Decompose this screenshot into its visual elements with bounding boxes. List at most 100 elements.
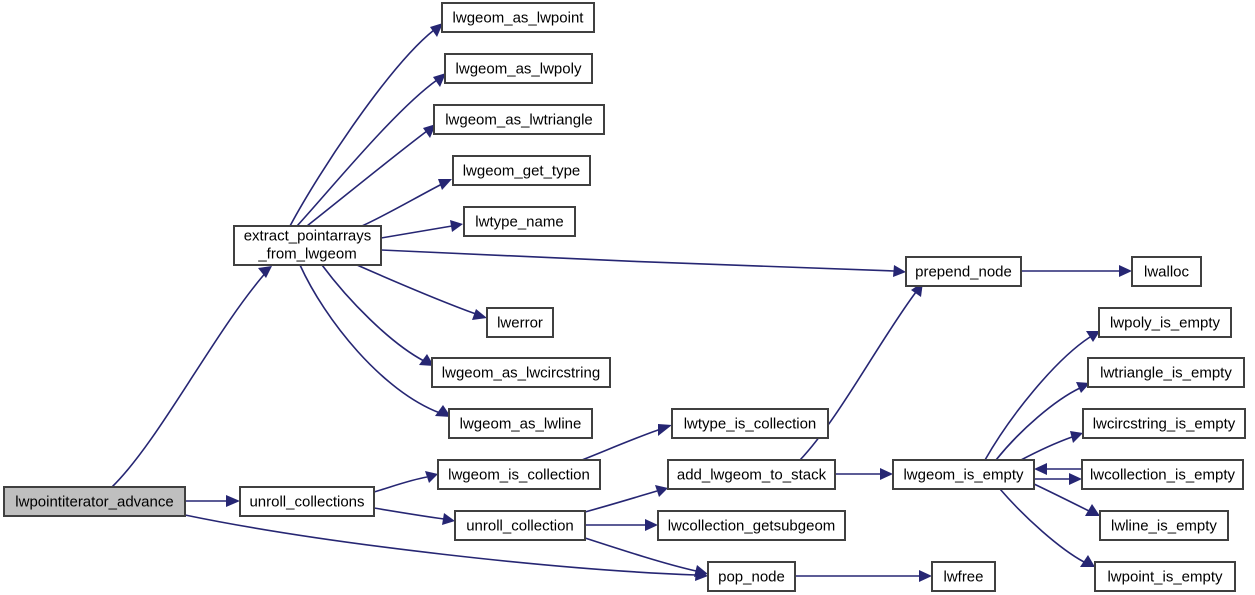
graph-node-unroll_collections[interactable]: unroll_collections: [239, 486, 375, 517]
graph-node-lwgeom_get_type[interactable]: lwgeom_get_type: [452, 155, 591, 186]
node-label: lwfree: [943, 568, 983, 585]
call-edge: [380, 220, 463, 239]
edge-arrowhead-icon: [1076, 382, 1090, 393]
graph-node-lwcollection_getsubgeom[interactable]: lwcollection_getsubgeom: [657, 510, 846, 541]
graph-node-lwgeom_as_lwcircstring[interactable]: lwgeom_as_lwcircstring: [431, 357, 611, 388]
node-box[interactable]: [452, 155, 591, 186]
edge-line: [111, 269, 269, 488]
graph-node-lwalloc[interactable]: lwalloc: [1131, 256, 1202, 287]
call-edge: [584, 537, 708, 577]
graph-node-lwgeom_is_empty[interactable]: lwgeom_is_empty: [892, 459, 1035, 490]
node-label: lwgeom_is_empty: [903, 466, 1024, 483]
edge-line: [584, 537, 697, 572]
call-edge: [306, 124, 436, 227]
call-edge: [835, 468, 893, 480]
node-box[interactable]: [233, 225, 382, 266]
edge-line: [373, 507, 445, 520]
edge-line: [380, 249, 895, 272]
edge-arrowhead-icon: [694, 565, 708, 577]
graph-node-lwgeom_as_lwtriangle[interactable]: lwgeom_as_lwtriangle: [433, 104, 605, 135]
node-box[interactable]: [463, 206, 576, 237]
node-label: lwgeom_as_lwcircstring: [442, 364, 600, 381]
graph-node-lwfree[interactable]: lwfree: [931, 561, 996, 592]
node-box[interactable]: [454, 510, 586, 541]
node-box[interactable]: [239, 486, 375, 517]
graph-node-lwgeom_is_collection[interactable]: lwgeom_is_collection: [437, 459, 601, 490]
edge-line: [584, 490, 658, 513]
node-box[interactable]: [437, 459, 601, 490]
node-label: lwerror: [497, 314, 543, 331]
edge-arrowhead-icon: [1070, 431, 1083, 443]
call-edge: [289, 23, 443, 227]
graph-node-lwpointiterator_advance[interactable]: lwpointiterator_advance: [3, 486, 186, 517]
edges-layer: [111, 23, 1132, 582]
node-box[interactable]: [892, 459, 1035, 490]
node-label: lwgeom_as_lwpoint: [453, 9, 585, 26]
node-box[interactable]: [931, 561, 996, 592]
graph-node-lwtype_is_collection[interactable]: lwtype_is_collection: [671, 408, 829, 439]
edge-line: [361, 183, 443, 227]
edge-arrowhead-icon: [430, 23, 443, 37]
graph-node-add_lwgeom_to_stack[interactable]: add_lwgeom_to_stack: [667, 459, 836, 490]
node-label: lwpointiterator_advance: [15, 493, 173, 510]
node-box[interactable]: [1081, 459, 1244, 490]
edge-arrowhead-icon: [442, 513, 455, 525]
edge-arrowhead-icon: [658, 424, 672, 436]
node-box[interactable]: [3, 486, 186, 517]
edge-line: [380, 225, 453, 239]
edge-arrowhead-icon: [423, 124, 436, 138]
graph-node-prepend_node[interactable]: prepend_node: [905, 256, 1022, 287]
graph-node-lwtriangle_is_empty[interactable]: lwtriangle_is_empty: [1087, 357, 1245, 388]
node-box[interactable]: [486, 307, 554, 338]
edge-arrowhead-icon: [1119, 265, 1132, 277]
graph-node-lwgeom_as_lwpoint[interactable]: lwgeom_as_lwpoint: [441, 2, 595, 33]
node-box[interactable]: [1094, 561, 1236, 592]
node-label-line2: _from_lwgeom: [257, 245, 356, 262]
node-label-line1: extract_pointarrays: [244, 227, 372, 244]
call-edge: [581, 424, 672, 461]
graph-node-lwpoint_is_empty[interactable]: lwpoint_is_empty: [1094, 561, 1236, 592]
node-box[interactable]: [433, 104, 605, 135]
node-box[interactable]: [448, 408, 593, 439]
graph-node-lwline_is_empty[interactable]: lwline_is_empty: [1099, 510, 1229, 541]
node-label: lwalloc: [1144, 263, 1190, 280]
node-box[interactable]: [667, 459, 836, 490]
edge-arrowhead-icon: [435, 405, 451, 417]
graph-node-lwerror[interactable]: lwerror: [486, 307, 554, 338]
node-label: lwgeom_is_collection: [448, 466, 590, 483]
node-label: lwpoint_is_empty: [1107, 568, 1223, 585]
node-label: lwcircstring_is_empty: [1093, 415, 1236, 432]
graph-node-lwgeom_as_lwline[interactable]: lwgeom_as_lwline: [448, 408, 593, 439]
graph-node-lwpoly_is_empty[interactable]: lwpoly_is_empty: [1098, 307, 1232, 338]
node-box[interactable]: [1098, 307, 1232, 338]
graph-node-unroll_collection[interactable]: unroll_collection: [454, 510, 586, 541]
node-box[interactable]: [1082, 408, 1246, 439]
node-label: lwline_is_empty: [1111, 517, 1217, 534]
edge-arrowhead-icon: [450, 220, 463, 232]
graph-node-lwtype_name[interactable]: lwtype_name: [463, 206, 576, 237]
node-box[interactable]: [444, 53, 593, 84]
node-label: lwgeom_get_type: [463, 162, 581, 179]
node-box[interactable]: [431, 357, 611, 388]
node-label: lwgeom_as_lwline: [460, 415, 582, 432]
node-box[interactable]: [1099, 510, 1229, 541]
node-box[interactable]: [707, 561, 796, 592]
call-edge: [296, 73, 446, 227]
graph-node-pop_node[interactable]: pop_node: [707, 561, 796, 592]
node-box[interactable]: [671, 408, 829, 439]
call-edge: [1021, 265, 1132, 277]
edge-line: [299, 264, 441, 414]
node-box[interactable]: [441, 2, 595, 33]
node-box[interactable]: [657, 510, 846, 541]
graph-node-extract_pointarrays_from_lwgeom[interactable]: extract_pointarrays_from_lwgeom: [233, 225, 382, 266]
node-box[interactable]: [1087, 357, 1245, 388]
edge-arrowhead-icon: [1085, 504, 1100, 516]
graph-node-lwgeom_as_lwpoly[interactable]: lwgeom_as_lwpoly: [444, 53, 593, 84]
graph-node-lwcircstring_is_empty[interactable]: lwcircstring_is_empty: [1082, 408, 1246, 439]
edge-arrowhead-icon: [472, 309, 487, 320]
graph-node-lwcollection_is_empty[interactable]: lwcollection_is_empty: [1081, 459, 1244, 490]
node-box[interactable]: [1131, 256, 1202, 287]
node-box[interactable]: [905, 256, 1022, 287]
